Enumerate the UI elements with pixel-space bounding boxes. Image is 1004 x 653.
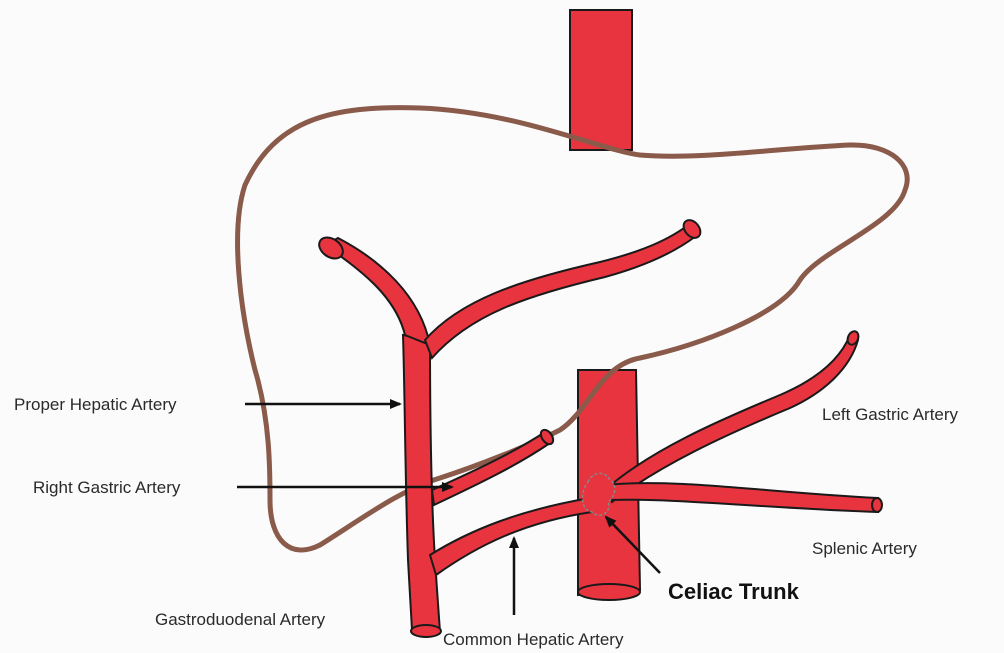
label-splenic-artery: Splenic Artery bbox=[812, 539, 917, 559]
liver-outline bbox=[238, 108, 908, 550]
common-hepatic-artery bbox=[430, 498, 592, 575]
label-left-gastric-artery: Left Gastric Artery bbox=[822, 405, 958, 425]
label-right-gastric-artery: Right Gastric Artery bbox=[33, 478, 180, 498]
label-proper-hepatic-artery: Proper Hepatic Artery bbox=[14, 395, 177, 415]
right-gastric-artery bbox=[432, 428, 556, 505]
hepatic-branch-left bbox=[315, 233, 430, 345]
label-celiac-trunk: Celiac Trunk bbox=[668, 579, 799, 605]
aorta-upper bbox=[570, 10, 632, 150]
label-common-hepatic-artery: Common Hepatic Artery bbox=[443, 630, 623, 650]
splenic-artery bbox=[605, 483, 882, 512]
hepatic-branch-right bbox=[425, 217, 704, 358]
label-gastroduodenal-artery: Gastroduodenal Artery bbox=[155, 610, 325, 630]
